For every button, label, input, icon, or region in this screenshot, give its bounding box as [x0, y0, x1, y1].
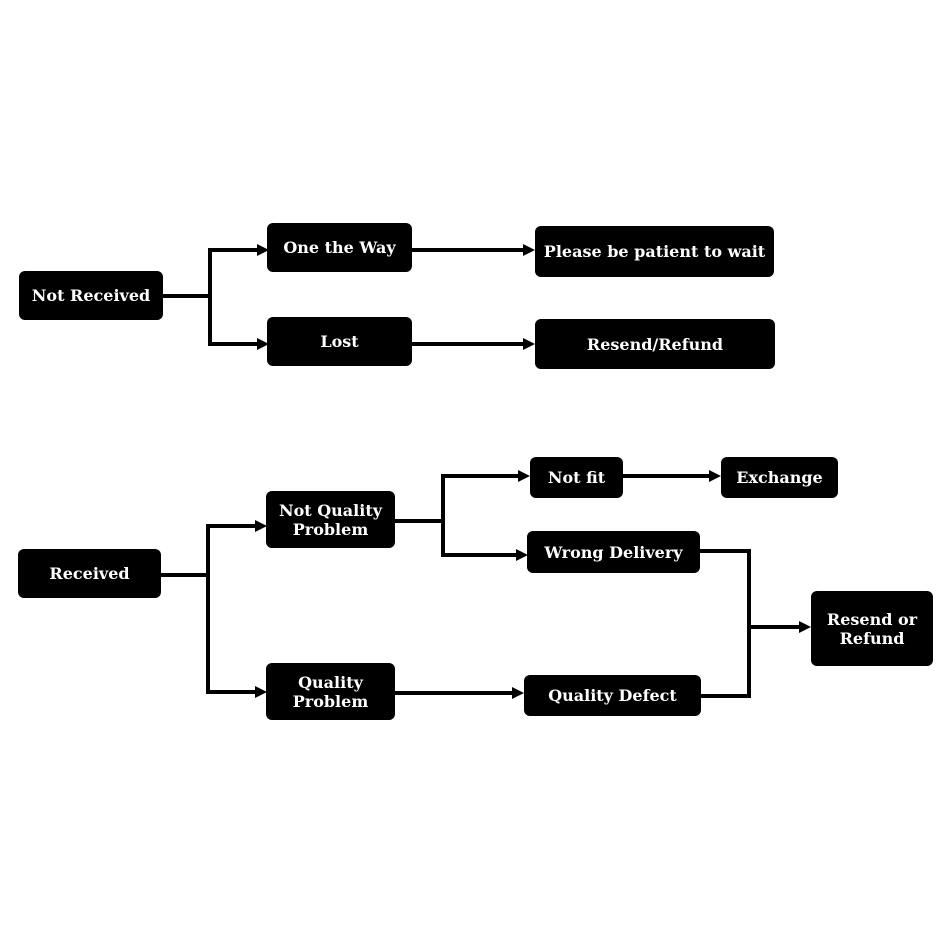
node-received: Received — [18, 549, 161, 598]
arrowhead-not-quality — [255, 520, 267, 532]
node-wrong-delivery: Wrong Delivery — [527, 531, 700, 573]
arrowhead-resend-refund — [523, 338, 535, 350]
connector-merge-to-resend — [699, 549, 799, 698]
arrowhead-wrong-delivery — [516, 549, 528, 561]
arrowhead-wait — [523, 244, 535, 256]
connector-not-quality-branch — [394, 474, 518, 557]
node-exchange: Exchange — [721, 457, 838, 498]
node-not-quality-problem: Not Quality Problem — [266, 491, 395, 548]
node-lost: Lost — [267, 317, 412, 366]
arrowhead-resend-or-refund — [799, 621, 811, 633]
node-resend-or-refund: Resend or Refund — [811, 591, 933, 666]
connector-not-received-branch — [163, 248, 257, 346]
node-please-wait: Please be patient to wait — [535, 226, 774, 277]
arrowhead-quality — [255, 686, 267, 698]
node-quality-problem: Quality Problem — [266, 663, 395, 720]
arrowhead-not-fit — [518, 470, 530, 482]
node-on-the-way: One the Way — [267, 223, 412, 272]
arrowhead-lost — [257, 338, 269, 350]
connector-received-branch — [161, 524, 255, 694]
arrowhead-quality-defect — [512, 687, 524, 699]
node-resend-refund: Resend/Refund — [535, 319, 775, 369]
node-not-received: Not Received — [19, 271, 163, 320]
node-quality-defect: Quality Defect — [524, 675, 701, 716]
node-not-fit: Not fit — [530, 457, 623, 498]
arrowhead-on-the-way — [257, 244, 269, 256]
arrowhead-exchange — [709, 470, 721, 482]
